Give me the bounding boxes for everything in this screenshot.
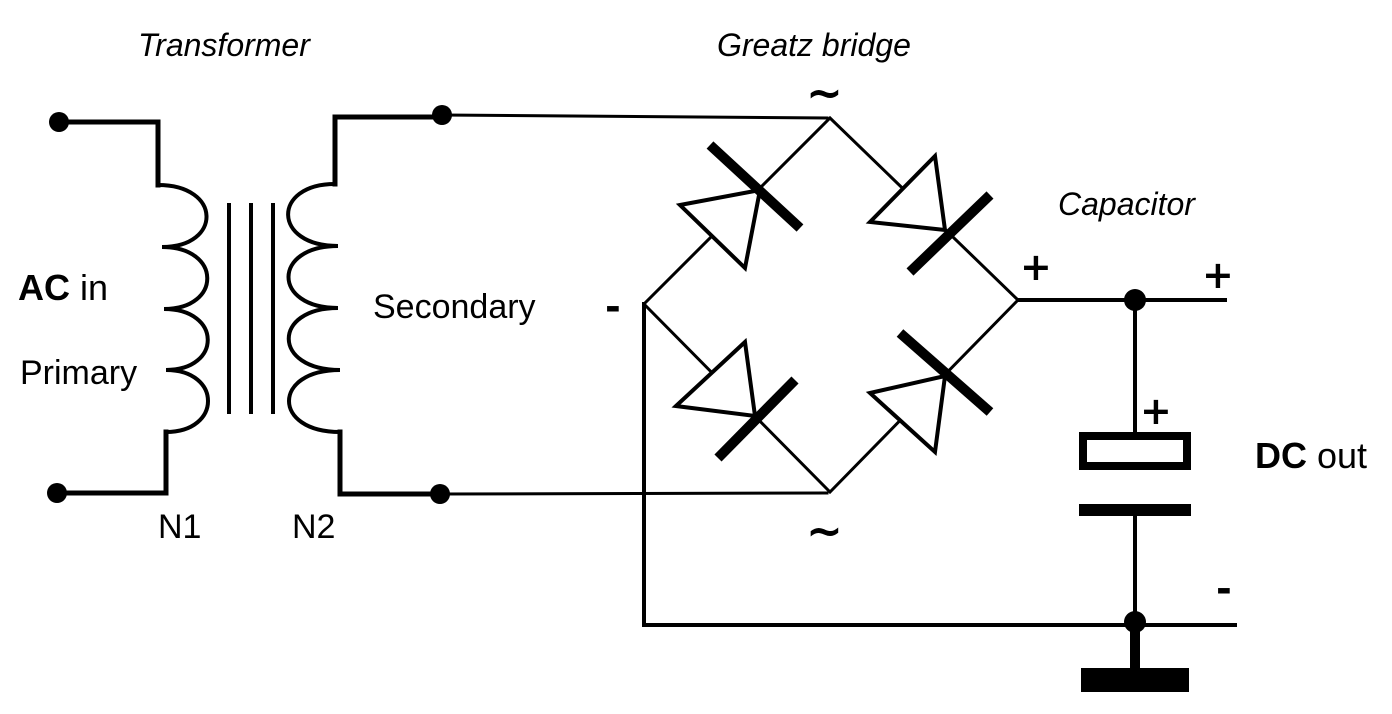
- capacitor-plus-label: +: [1140, 389, 1172, 433]
- ac-label-rest: in: [70, 267, 109, 308]
- bridge-minus-label: -: [605, 285, 621, 329]
- wire-to-bridge-bottom: [438, 491, 829, 496]
- bridge-label: Greatz bridge: [717, 27, 911, 63]
- bridge-plus-label: +: [1020, 245, 1052, 289]
- tilde-bottom-label: ~: [806, 506, 843, 557]
- bridge-outline: [641, 115, 1021, 495]
- secondary-wire-top: [332, 114, 445, 187]
- dc-label-bold: DC: [1255, 435, 1307, 476]
- tilde-top-label: ~: [806, 68, 843, 119]
- diode-bottom-right: [865, 329, 994, 457]
- ac-label-bold: AC: [18, 267, 70, 308]
- n1-label: N1: [158, 508, 202, 546]
- n2-label: N2: [292, 508, 336, 546]
- diode-top-right: [865, 151, 994, 276]
- secondary-label: Secondary: [373, 288, 536, 326]
- diode-bottom-left: [671, 337, 799, 462]
- secondary-coil: [286, 181, 343, 435]
- wire-negative-return: [642, 302, 1237, 627]
- output-plus-label: +: [1202, 253, 1234, 297]
- transformer-core: [227, 203, 275, 414]
- output-minus-label: -: [1216, 567, 1232, 611]
- transformer-label: Transformer: [138, 27, 310, 63]
- bridge-rectifier: [641, 115, 1021, 495]
- primary-circuit: [47, 112, 210, 503]
- dc-out-label: DC out: [1255, 438, 1367, 474]
- secondary-wire-bottom: [337, 429, 443, 497]
- ground-bar: [1081, 668, 1189, 692]
- output-circuit: [642, 289, 1237, 692]
- primary-wire-bottom: [54, 429, 169, 496]
- primary-coil: [155, 182, 210, 435]
- secondary-circuit: [286, 105, 829, 504]
- capacitor-label: Capacitor: [1058, 186, 1195, 222]
- ac-in-label: AC in: [18, 270, 108, 306]
- primary-wire-top: [56, 119, 161, 188]
- capacitor-plate-positive: [1079, 432, 1191, 470]
- diode-top-left: [675, 141, 804, 273]
- dc-label-rest: out: [1307, 435, 1368, 476]
- wire-to-bridge-top: [440, 113, 829, 120]
- primary-label: Primary: [20, 354, 138, 392]
